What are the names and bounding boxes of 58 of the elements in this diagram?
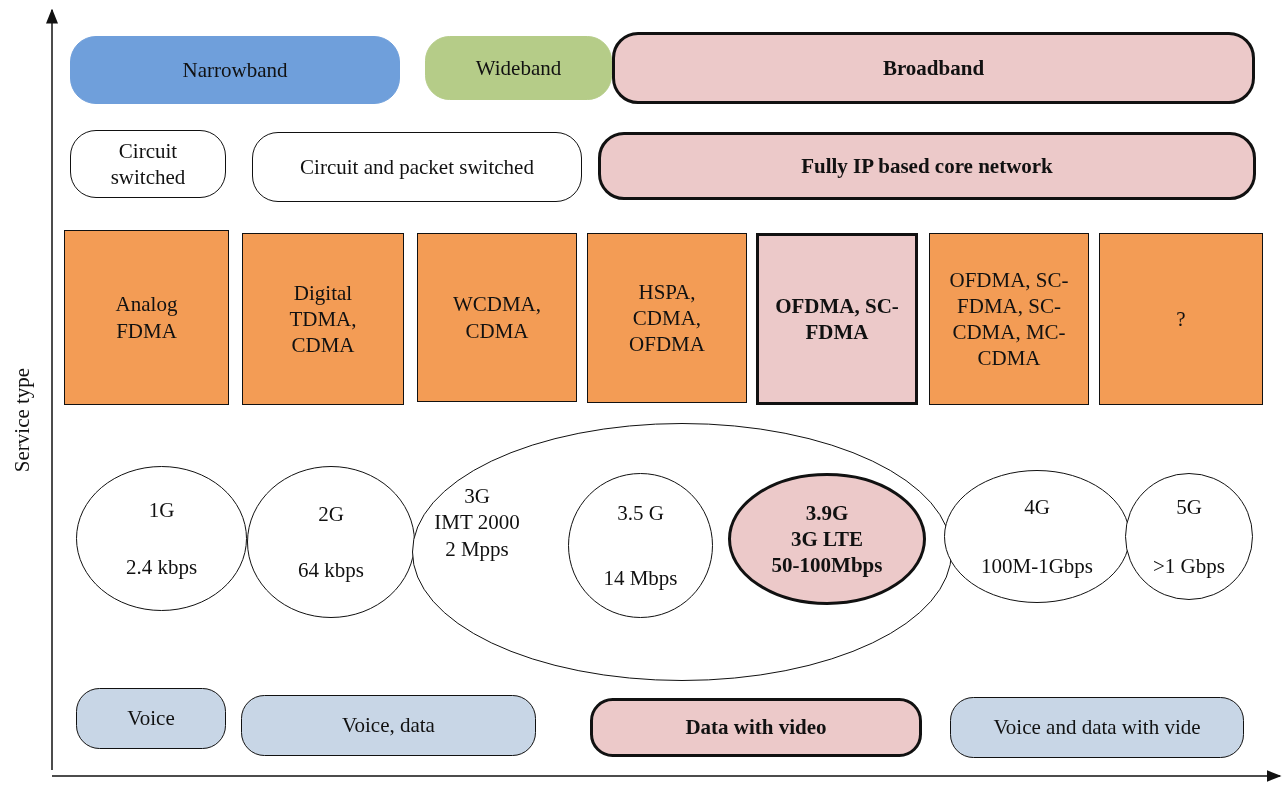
generation-ellipse (1125, 473, 1253, 600)
node-label: Fully IP based core network (801, 152, 1053, 180)
node-label: Circuit switched (109, 137, 187, 191)
access-box (756, 233, 918, 405)
node-label: 3G (463, 483, 491, 510)
node-label: 50-100Mbps (771, 552, 883, 579)
node-label: 2G (318, 500, 344, 527)
node-label: Voice and data with vide (993, 714, 1201, 741)
node-label: HSPA, CDMA, OFDMA (628, 278, 706, 358)
node-label: Voice, data (342, 712, 435, 739)
node-label: Voice (127, 705, 175, 732)
generation-ellipse (412, 423, 952, 681)
node-label: >1 Gbps (1153, 552, 1225, 579)
node-label: 64 kbps (298, 557, 364, 584)
service-box (950, 697, 1244, 758)
access-box (587, 233, 747, 403)
node-label: 3.9G (805, 499, 849, 526)
access-box (417, 233, 577, 402)
node-label: Digital TDMA, CDMA (288, 279, 358, 359)
node-label: 4G (1024, 494, 1050, 521)
node-label: 14 Mbps (603, 564, 678, 591)
axis-title: Service type (9, 367, 35, 473)
node-label: 5G (1176, 494, 1202, 521)
node-label: 100M-1Gbps (981, 552, 1093, 579)
node-label: Circuit and packet switched (300, 153, 534, 181)
node-label: OFDMA, SC-FDMA (774, 292, 900, 346)
node-label: Broadband (882, 54, 985, 82)
generation-ellipse (568, 473, 713, 618)
node-label: Data with video (685, 714, 827, 741)
service-box (241, 695, 536, 756)
band-box (612, 32, 1255, 104)
generation-ellipse (247, 466, 415, 618)
band-box (70, 36, 400, 104)
node-label: 2 Mpps (444, 535, 510, 562)
band-box (425, 36, 612, 100)
network-box (252, 132, 582, 202)
access-box (1099, 233, 1263, 405)
network-box (70, 130, 226, 198)
network-box (598, 132, 1256, 200)
node-label: Wideband (475, 54, 562, 82)
service-box (76, 688, 226, 749)
access-box (929, 233, 1089, 405)
node-label: 2.4 kbps (125, 553, 198, 580)
access-box (64, 230, 229, 405)
node-label: 3G LTE (790, 525, 864, 553)
node-label: 1G (148, 497, 175, 524)
node-label: ? (1176, 305, 1186, 333)
generation-ellipse (944, 470, 1130, 603)
generation-ellipse (76, 466, 247, 611)
access-box (242, 233, 404, 405)
service-box (590, 698, 922, 757)
node-label: Narrowband (182, 56, 288, 84)
node-label: OFDMA, SC-FDMA, SC-CDMA, MC-CDMA (948, 266, 1070, 372)
generation-ellipse (728, 473, 926, 605)
node-label: WCDMA, CDMA (451, 291, 543, 344)
node-label: 3.5 G (617, 500, 664, 527)
node-label: IMT 2000 (433, 509, 521, 536)
node-label: Analog FDMA (114, 291, 179, 344)
